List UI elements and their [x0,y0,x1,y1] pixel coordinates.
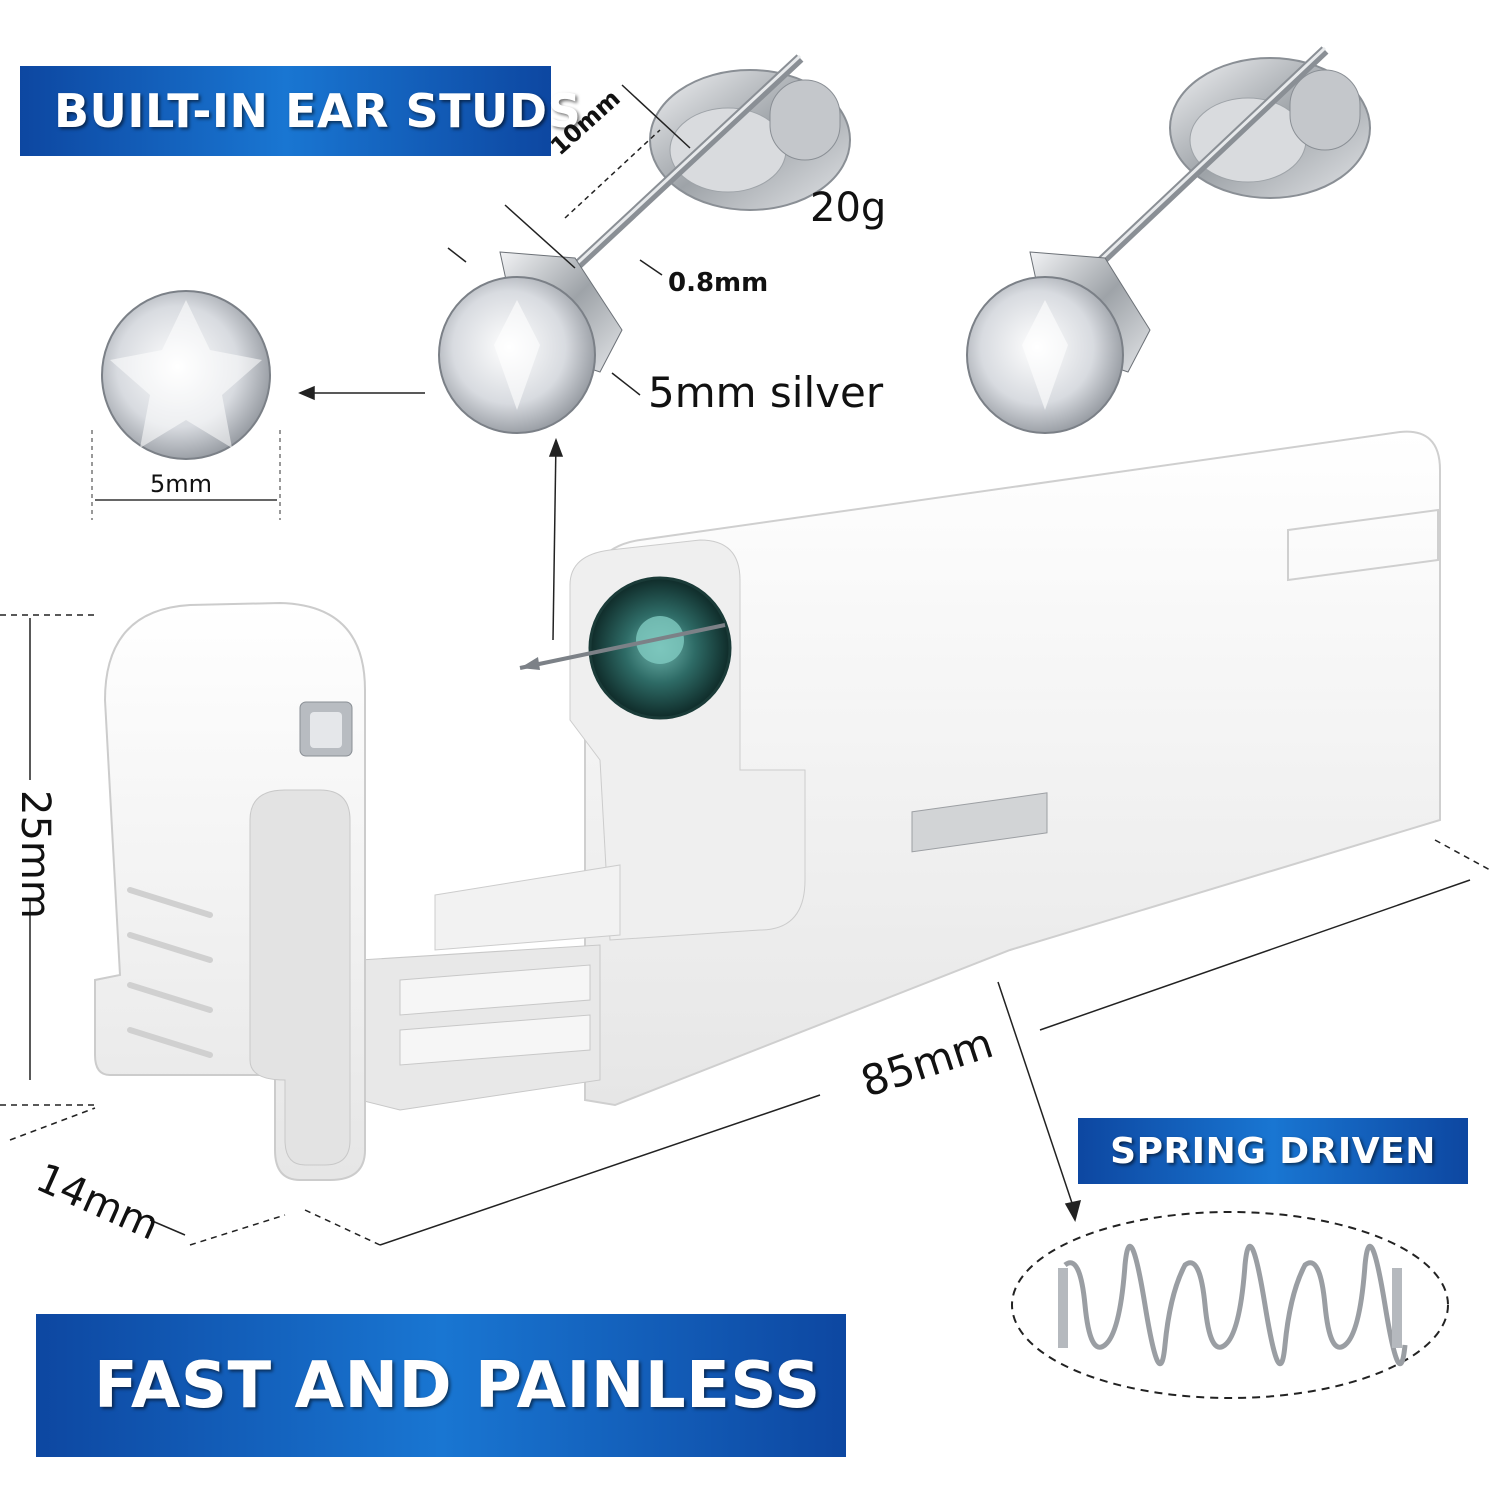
stone-size-label: 5mm silver [648,368,884,417]
pin-diameter-label: 0.8mm [668,268,769,298]
stone-width-label: 5mm [150,470,213,498]
spring-driven-banner: SPRING DRIVEN [1078,1118,1468,1184]
built-in-ear-studs-banner: BUILT-IN EAR STUDS [20,66,581,156]
height-label: 25mm [12,790,58,919]
spring-callout [1011,1211,1449,1399]
device-dimension-lines [0,614,1491,1246]
earring-dimension-lines [298,84,691,641]
gem-top-view [91,290,281,520]
fast-and-painless-text: FAST AND PAINLESS [94,1348,821,1423]
built-in-ear-studs-text: BUILT-IN EAR STUDS [54,84,582,138]
fast-and-painless-banner: FAST AND PAINLESS [36,1314,846,1457]
spring-driven-text: SPRING DRIVEN [1110,1130,1436,1172]
piercing-device [94,430,1441,1181]
weight-label: 20g [810,185,887,231]
ear-stud-right [966,46,1371,434]
